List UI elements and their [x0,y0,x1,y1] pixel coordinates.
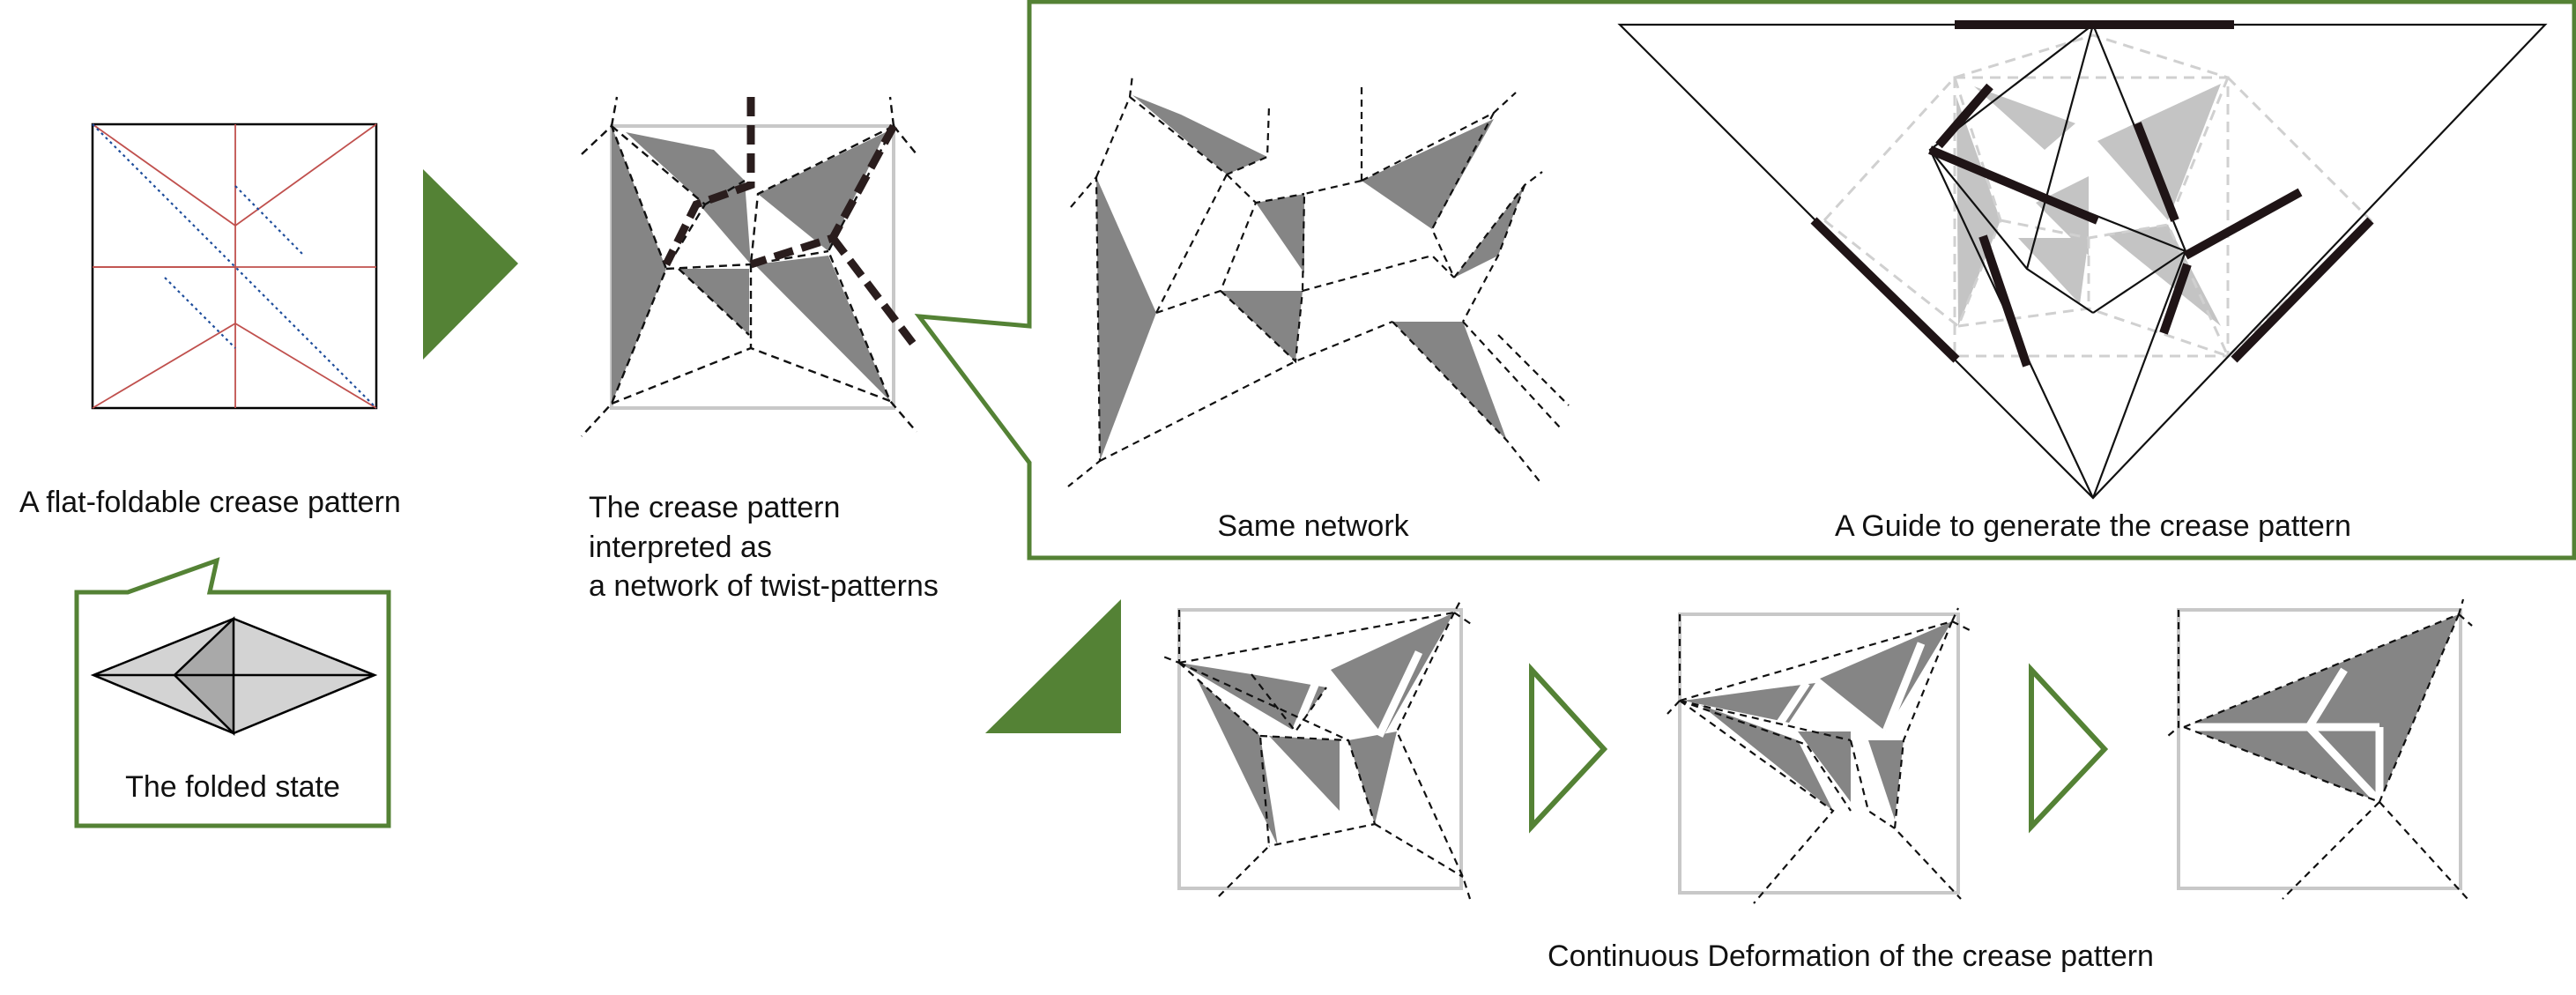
crease-pattern-caption: A flat-foldable crease pattern [19,486,401,519]
crease-pattern-square [91,123,378,410]
valley-creases [92,123,377,409]
guide-caption: A Guide to generate the crease pattern [1835,509,2351,543]
folded-state-caption: The folded state [125,770,340,804]
arrow-right-icon [423,169,518,360]
deformation-step-1 [1162,598,1474,900]
deformation-caption: Continuous Deformation of the crease pat… [1548,939,2154,973]
twist-path-3 [829,235,920,351]
zoom-callout-frame [914,0,2576,561]
same-network-creases [1067,74,1570,487]
same-network-diagram [1067,74,1570,487]
twist-network-pattern [581,96,920,437]
twist-path-1 [662,97,755,267]
deformation-step-3 [2167,598,2473,900]
network-caption-line-1: The crease pattern [589,491,840,524]
folded-state-callout: The folded state [74,557,391,828]
step-arrow-icon-2 [2029,663,2109,834]
same-network-caption: Same network [1217,509,1409,543]
network-caption-line-3: a network of twist-patterns [589,569,939,603]
deformation-step-2 [1667,607,1971,904]
network-caption-line-2: interpreted as [589,531,772,564]
step-arrow-icon-1 [1529,663,1608,834]
arrow-triangle-icon [985,599,1121,733]
mountain-creases [92,123,377,409]
guide-ghost-pattern [1823,33,2373,358]
guide-diagram [1617,20,2548,500]
twist-faces [612,126,890,404]
twist-creases [581,96,917,437]
guide-heavy-edges [1810,20,2374,368]
folded-state-shape [90,616,378,736]
